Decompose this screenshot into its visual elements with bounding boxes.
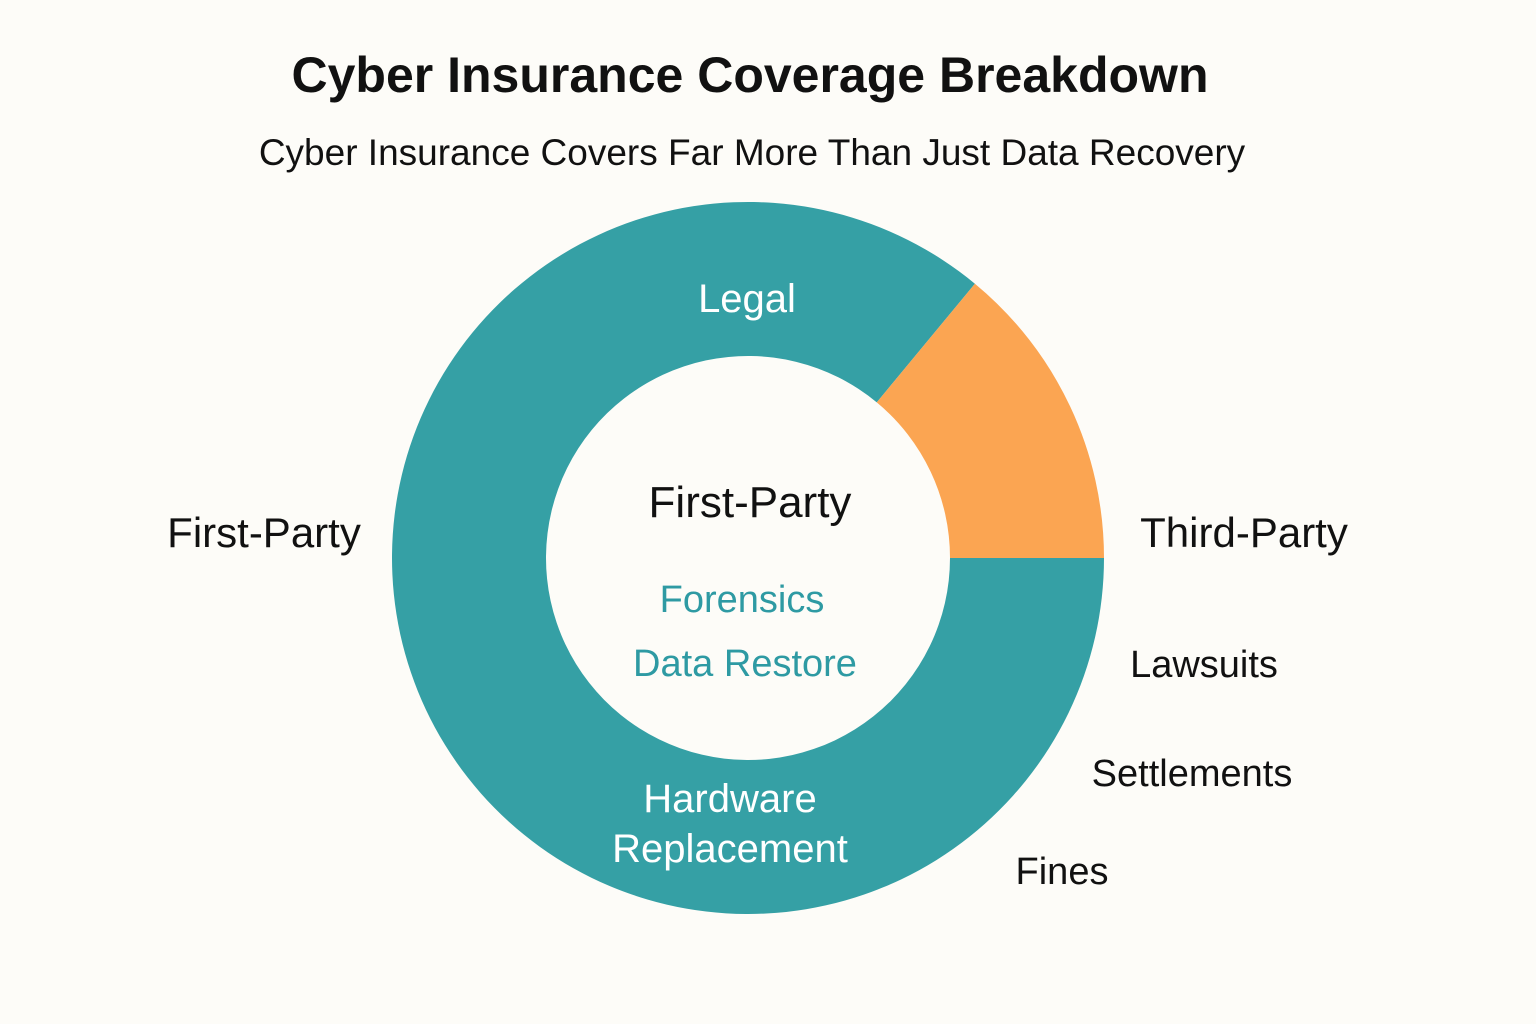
third-party-item-fines: Fines	[1016, 851, 1109, 893]
third-party-item-settlements: Settlements	[1092, 753, 1293, 795]
chart-subtitle: Cyber Insurance Covers Far More Than Jus…	[258, 132, 1246, 173]
third-party-item-lawsuits: Lawsuits	[1130, 644, 1278, 686]
donut-slice-first-party	[392, 202, 1104, 915]
ring-label-replacement: Replacement	[612, 827, 848, 871]
ring-label-hardware: Hardware	[643, 777, 816, 821]
side-label-first-party: First-Party	[167, 509, 361, 556]
side-label-third-party: Third-Party	[1140, 509, 1348, 556]
ring-label-legal: Legal	[698, 277, 796, 321]
donut-slice-third-party	[876, 283, 1104, 558]
center-item-data-restore: Data Restore	[633, 643, 857, 685]
center-item-forensics: Forensics	[660, 579, 825, 621]
chart-title: Cyber Insurance Coverage Breakdown	[291, 47, 1209, 103]
center-title: First-Party	[649, 478, 852, 527]
